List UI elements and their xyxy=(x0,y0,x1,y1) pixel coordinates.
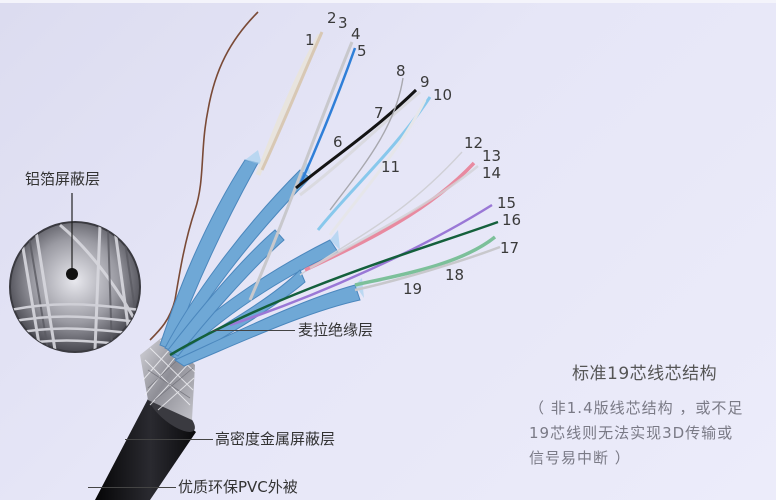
wire-number-19: 19 xyxy=(403,280,423,298)
wire-number-16: 16 xyxy=(502,211,522,229)
note-line-2: 19芯线则无法实现3D传输或 xyxy=(529,424,734,442)
braid-shield-label: 高密度金属屏蔽层 xyxy=(215,430,336,448)
wire-number-13: 13 xyxy=(482,147,502,165)
wire-number-10: 10 xyxy=(433,86,453,104)
wire-number-2: 2 xyxy=(327,9,337,27)
wire-number-1: 1 xyxy=(305,31,315,49)
wire-number-12: 12 xyxy=(464,134,484,152)
mylar-leader-line xyxy=(213,330,295,331)
wire-number-5: 5 xyxy=(357,42,367,60)
wire-number-18: 18 xyxy=(445,266,465,284)
structure-title: 标准19芯线芯结构 xyxy=(572,364,718,384)
magnifier-inset xyxy=(9,193,141,353)
pvc-jacket-label: 优质环保PVC外被 xyxy=(178,478,298,496)
note-line-3: 信号易中断 ） xyxy=(529,449,631,467)
note-line-1: （ 非1.4版线芯结构 ，或不足 xyxy=(529,399,744,417)
foil-shield-label: 铝箔屏蔽层 xyxy=(25,170,101,188)
wire-number-17: 17 xyxy=(500,239,520,257)
wire-number-14: 14 xyxy=(482,164,502,182)
jacket-leader-line xyxy=(88,487,176,488)
braid-leader-line xyxy=(125,439,213,440)
wire-number-7: 7 xyxy=(374,104,384,122)
wire-number-3: 3 xyxy=(338,14,348,32)
top-strip xyxy=(0,0,776,3)
foil-pairs xyxy=(159,159,361,367)
wire-number-6: 6 xyxy=(333,133,343,151)
mylar-insulation-label: 麦拉绝缘层 xyxy=(298,321,374,339)
wire-number-9: 9 xyxy=(420,73,430,91)
structure-note: （ 非1.4版线芯结构 ，或不足 19芯线则无法实现3D传输或 信号易中断 ） xyxy=(529,396,749,471)
wire-number-15: 15 xyxy=(497,194,517,212)
wire-number-8: 8 xyxy=(396,62,406,80)
wire-number-4: 4 xyxy=(351,25,361,43)
wire-number-11: 11 xyxy=(381,158,401,176)
